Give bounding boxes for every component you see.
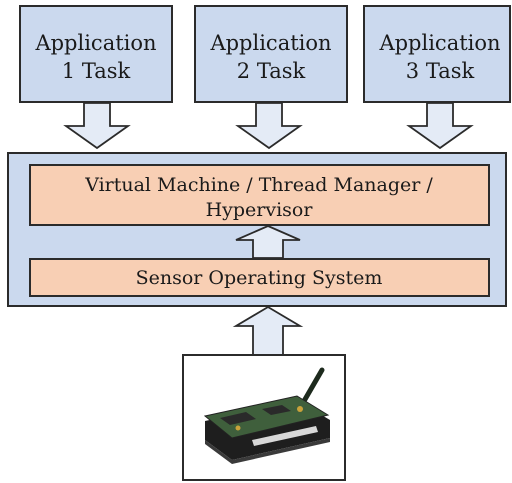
vm-layer-line2: Hypervisor (206, 199, 314, 221)
app-2-task: 2 Task (237, 59, 306, 83)
up-arrow-os-to-vm (235, 225, 301, 259)
down-arrow-3 (406, 102, 474, 150)
app-2-title: Application (209, 31, 331, 55)
os-layer: Sensor Operating System (29, 258, 490, 297)
app-box-2: Application 2 Task (194, 5, 348, 103)
app-box-3: Application 3 Task (363, 5, 511, 103)
vm-layer: Virtual Machine / Thread Manager / Hyper… (29, 164, 490, 226)
device-box (182, 354, 346, 481)
app-3-title: Application (378, 31, 500, 55)
vm-layer-line1: Virtual Machine / Thread Manager / (84, 174, 433, 196)
app-1-task: 1 Task (62, 59, 131, 83)
up-arrow-device-to-platform (232, 305, 304, 356)
app-3-task: 3 Task (406, 59, 475, 83)
app-box-1: Application 1 Task (19, 5, 173, 103)
down-arrow-1 (63, 102, 131, 150)
app-1-title: Application (34, 31, 156, 55)
down-arrow-2 (235, 102, 303, 150)
sensor-node-board-icon (203, 367, 330, 464)
os-layer-label: Sensor Operating System (136, 267, 383, 289)
